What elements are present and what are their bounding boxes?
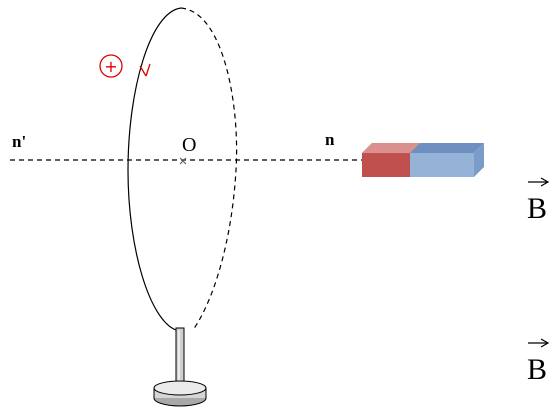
axis-left-label: n' [12, 132, 26, 151]
vector-arrow-icon [528, 338, 550, 348]
magnet-south-pole [410, 153, 474, 177]
bar-magnet-icon [362, 143, 484, 177]
current-direction-arrowhead-icon [139, 63, 151, 77]
field-symbol-upper: B [527, 192, 547, 225]
field-vector-lower: B [527, 338, 550, 386]
loop-back-half [180, 7, 238, 331]
magnet-end-face [474, 143, 484, 177]
field-vector-upper: B [527, 177, 550, 225]
magnet-top-face-red [362, 143, 420, 153]
axis-right-label: n [325, 130, 335, 149]
current-sign-marker: + [99, 54, 123, 78]
center-label: O [182, 134, 196, 156]
field-symbol-lower: B [527, 353, 547, 386]
center-cross-icon [179, 157, 187, 165]
vector-arrow-icon [528, 177, 550, 187]
current-sign-label: + [104, 57, 117, 76]
center-point: O [179, 134, 196, 165]
current-sign-circle-icon [99, 54, 123, 78]
magnet-north-pole [362, 153, 410, 177]
loop-stand-icon [153, 327, 207, 407]
loop-front-half [127, 7, 182, 331]
